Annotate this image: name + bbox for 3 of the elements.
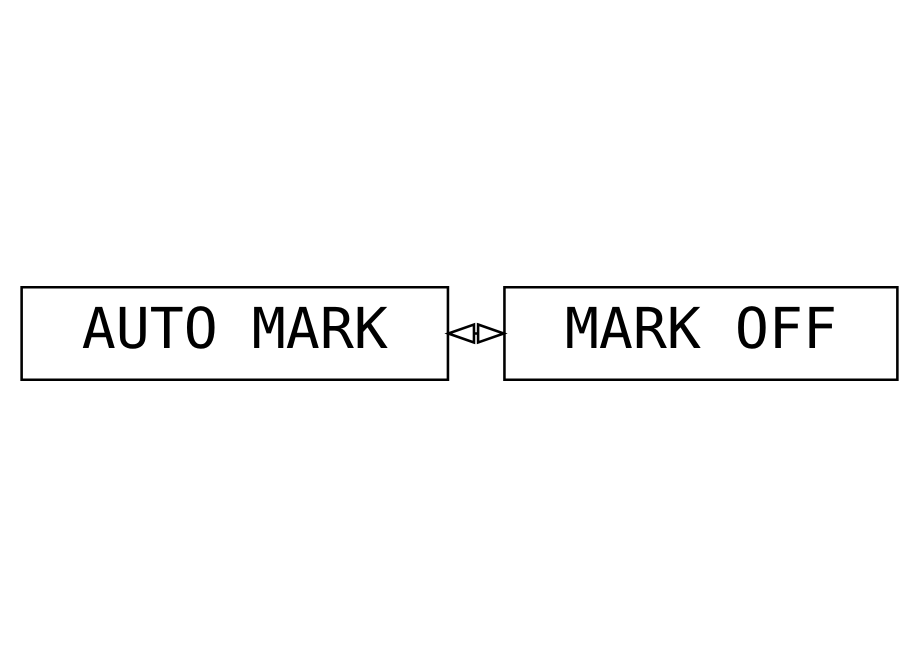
node-box: MARK OFF: [503, 286, 899, 382]
arrow: [444, 322, 508, 344]
node-box: AUTO MARK: [20, 286, 450, 382]
